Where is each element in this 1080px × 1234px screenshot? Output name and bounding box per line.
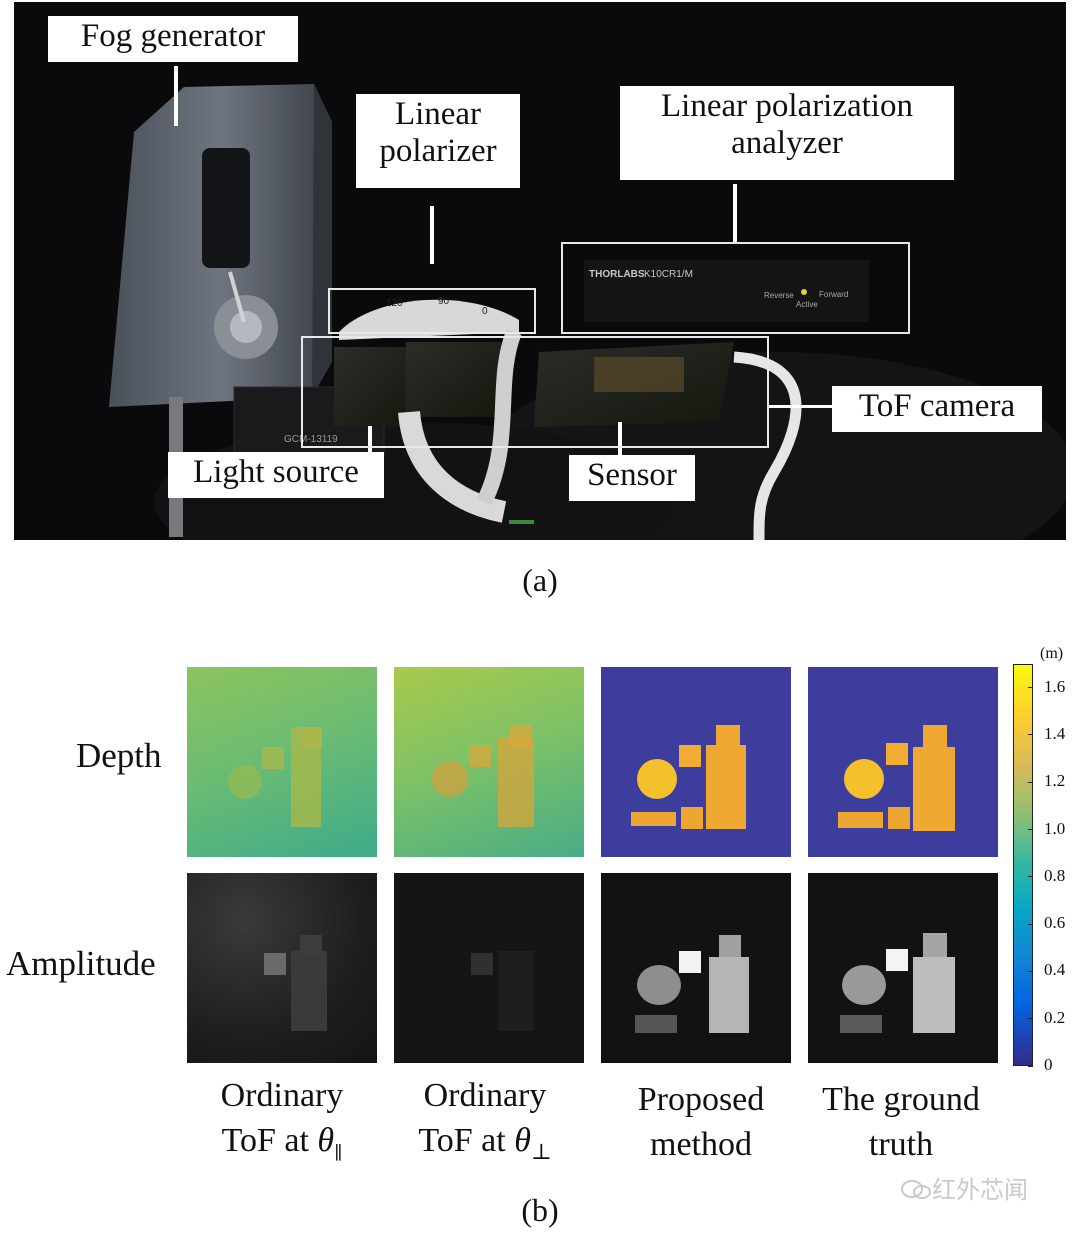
- theta-symbol: θ: [514, 1121, 531, 1159]
- colorbar-tick-label: 0.4: [1044, 960, 1066, 980]
- column-label-ordinary-parallel: Ordinary ToF at θ∥: [172, 1074, 392, 1165]
- dial-label-90: 90: [438, 296, 450, 307]
- depth-proposed-method-objects: [631, 725, 746, 829]
- depth-ordinary-parallel: [187, 667, 377, 857]
- light-source-label: Light source: [168, 452, 384, 498]
- tof-camera-leader: [768, 405, 832, 408]
- depth-ground-truth: [808, 667, 998, 857]
- amplitude-proposed-method: [601, 873, 791, 1063]
- tof-camera-outline: [301, 336, 769, 448]
- colorbar-tick-mark: [1028, 970, 1033, 972]
- column-label-ground-truth: The ground truth: [790, 1078, 1012, 1168]
- column-label-line2: ToF at θ∥: [172, 1119, 392, 1166]
- column-label-line1: Ordinary: [220, 1077, 344, 1114]
- device-model: K10CR1/M: [644, 269, 693, 280]
- amplitude-ground-truth-objects: [840, 933, 955, 1033]
- panel-b-caption: (b): [521, 1192, 559, 1228]
- sensor-leader: [618, 422, 622, 456]
- colorbar-tick-mark: [1028, 923, 1033, 925]
- colorbar-tick-label: 0.8: [1044, 865, 1066, 885]
- analyzer-label-line2: analyzer: [731, 124, 843, 161]
- setup-photo: GCM-13119 120 90 0 THORLABS K10CR1/M Rev…: [14, 2, 1066, 540]
- amplitude-ground-truth: [808, 873, 998, 1063]
- colorbar-tick-label: 1.2: [1044, 771, 1066, 791]
- device-brand: THORLABS: [589, 269, 645, 280]
- colorbar-tick-label: 0.2: [1044, 1007, 1066, 1027]
- depth-ordinary-perpendicular-objects: [432, 725, 534, 827]
- amplitude-ordinary-perpendicular: [394, 873, 584, 1063]
- depth-ordinary-parallel-objects: [228, 727, 322, 827]
- panel-a-caption: (a): [522, 562, 558, 598]
- colorbar-tick-label: 1.4: [1044, 723, 1066, 743]
- tof-camera-label: ToF camera: [832, 386, 1042, 432]
- polarizer-outline: [328, 288, 536, 334]
- light-source-leader: [368, 426, 372, 456]
- parallel-subscript: ∥: [334, 1142, 343, 1163]
- colorbar-tick-mark: [1028, 781, 1033, 783]
- amplitude-ordinary-perpendicular-objects: [471, 951, 534, 1031]
- column-label-prefix: ToF at: [221, 1121, 318, 1159]
- fog-generator-leader: [174, 66, 178, 126]
- watermark-text: 红外芯闻: [932, 1176, 1028, 1204]
- column-label-line1: Ordinary: [423, 1077, 547, 1114]
- depth-proposed-method: [601, 667, 791, 857]
- column-label-line2: ToF at θ⊥: [375, 1119, 595, 1166]
- sensor-label: Sensor: [569, 455, 695, 501]
- svg-text:GCM-13119: GCM-13119: [284, 434, 338, 445]
- column-label-line1: Proposed: [637, 1081, 765, 1118]
- depth-ground-truth-objects: [838, 725, 955, 831]
- colorbar-tick-label: 1.6: [1044, 676, 1066, 696]
- row-label-depth: Depth: [76, 736, 162, 775]
- column-label-prefix: ToF at: [418, 1121, 515, 1159]
- column-label-line2: truth: [868, 1125, 934, 1163]
- linear-polarizer-label-line2: polarizer: [379, 132, 497, 169]
- colorbar: [1013, 664, 1033, 1066]
- column-label-line2: method: [650, 1125, 752, 1163]
- column-label-line1: The ground: [822, 1081, 980, 1118]
- colorbar-unit: (m): [1040, 645, 1064, 662]
- colorbar-tick-label: 0: [1044, 1055, 1053, 1074]
- device-forward-label: Forward: [819, 290, 848, 299]
- colorbar-tick-mark: [1028, 829, 1033, 831]
- colorbar-tick-label: 0.6: [1044, 913, 1066, 933]
- colorbar-tick-mark: [1028, 1065, 1033, 1067]
- dial-label-120: 120: [386, 298, 403, 309]
- perpendicular-subscript: ⊥: [530, 1138, 552, 1164]
- colorbar-tick-mark: [1028, 687, 1033, 689]
- amplitude-ordinary-parallel-objects: [264, 935, 327, 1031]
- device-reverse-label: Reverse: [764, 291, 794, 300]
- polarizer-leader: [430, 206, 434, 264]
- column-label-proposed-method: Proposed method: [591, 1078, 811, 1168]
- dial-label-0: 0: [482, 306, 488, 317]
- analyzer-label: Linear polarization analyzer: [620, 86, 954, 180]
- fog-generator-label: Fog generator: [48, 16, 298, 62]
- depth-ordinary-perpendicular: [394, 667, 584, 857]
- wechat-icon: [900, 1179, 932, 1201]
- analyzer-outline: [561, 242, 910, 334]
- linear-polarizer-label: Linear polarizer: [356, 94, 520, 188]
- amplitude-ordinary-parallel: [187, 873, 377, 1063]
- colorbar-tick-label: 1.0: [1044, 818, 1066, 838]
- linear-polarizer-label-line1: Linear: [394, 96, 482, 132]
- colorbar-tick-mark: [1028, 876, 1033, 878]
- theta-symbol: θ: [317, 1121, 335, 1159]
- device-active-label: Active: [796, 300, 818, 309]
- colorbar-tick-mark: [1028, 1018, 1033, 1020]
- analyzer-leader: [733, 184, 737, 242]
- row-label-amplitude: Amplitude: [6, 944, 156, 983]
- colorbar-tick-mark: [1028, 734, 1033, 736]
- analyzer-label-line1: Linear polarization: [661, 88, 913, 124]
- amplitude-proposed-method-objects: [635, 935, 749, 1033]
- column-label-ordinary-perpendicular: Ordinary ToF at θ⊥: [375, 1074, 595, 1166]
- watermark: 红外芯闻: [900, 1170, 1028, 1205]
